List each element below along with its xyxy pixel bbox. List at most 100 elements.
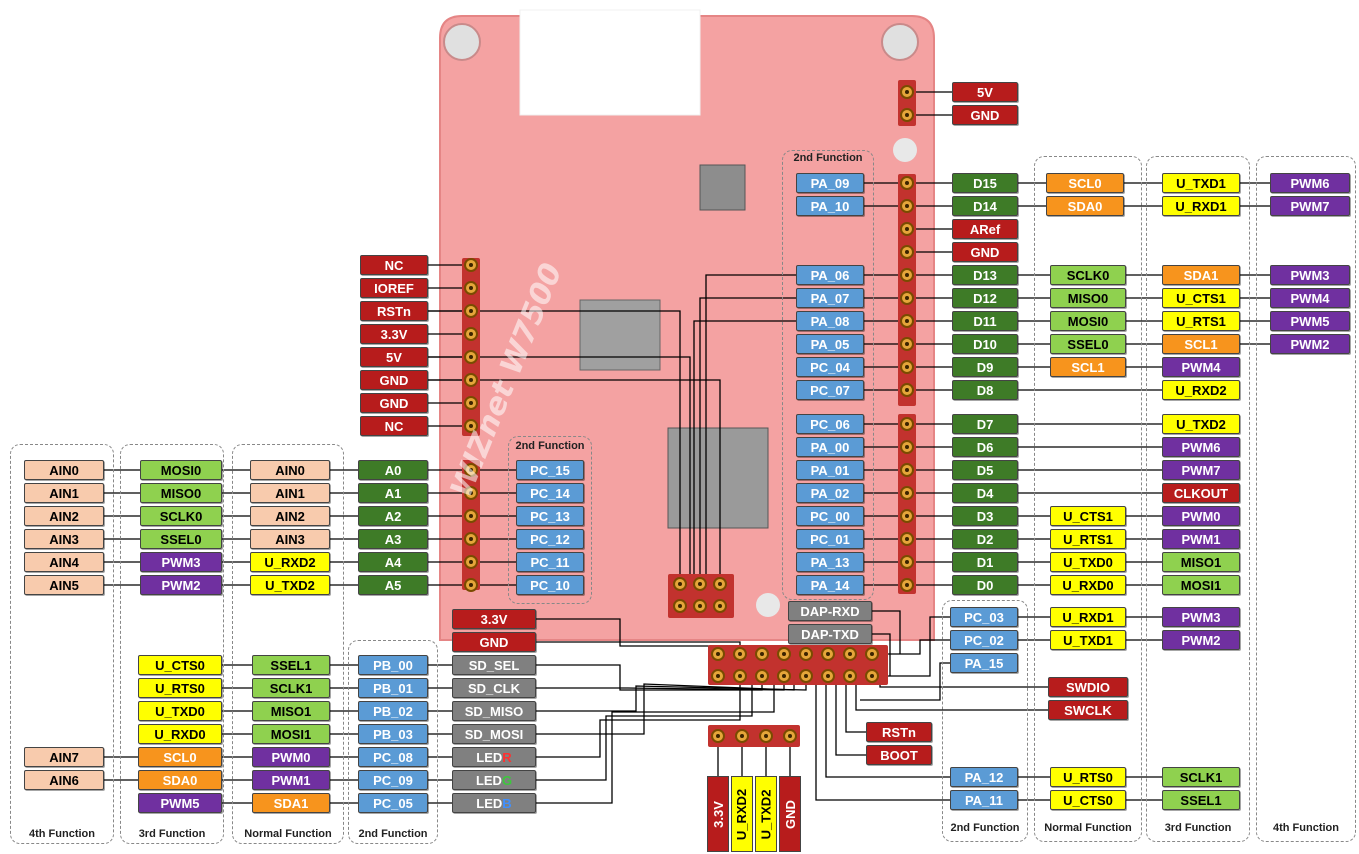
label-digital-fourth: PWM2: [1270, 334, 1350, 354]
pin-bottom-header: [759, 729, 773, 743]
label-analog-second: PC_11: [516, 552, 584, 572]
label-analog-second: PC_10: [516, 575, 584, 595]
label-power-33v: 3.3V: [360, 324, 428, 344]
label-bottom-33v: 3.3V: [707, 776, 729, 852]
label-digital-third: U_TXD1: [1162, 173, 1240, 193]
pin-power-4: [464, 350, 478, 364]
led-color-letter: G: [501, 773, 513, 788]
pin-spi: [713, 577, 727, 591]
caption-4th-left: 4th Function: [29, 828, 95, 840]
label-sd-second: PB_01: [358, 678, 428, 698]
label-sd-normal: MOSI1: [252, 724, 330, 744]
label-led-third: SCL0: [138, 747, 222, 767]
label-led-second: PC_09: [358, 770, 428, 790]
pin-bottom-header: [735, 729, 749, 743]
label-digital-third: U_CTS1: [1162, 288, 1240, 308]
label-led-r: LEDR: [452, 747, 536, 767]
label-digital-second: PA_14: [796, 575, 864, 595]
label-sd-name: SD_CLK: [452, 678, 536, 698]
label-sd-third: U_CTS0: [138, 655, 222, 675]
label-sd-normal: SSEL1: [252, 655, 330, 675]
label-digital-pin: D14: [952, 196, 1018, 216]
label-digital-second: PA_08: [796, 311, 864, 331]
label-digital-normal: U_TXD0: [1050, 552, 1126, 572]
label-digital-second: PA_00: [796, 437, 864, 457]
pin-digital-top: [900, 360, 914, 374]
pin-spi: [693, 599, 707, 613]
pin-digital-bottom: [900, 440, 914, 454]
label-analog-second: PC_13: [516, 506, 584, 526]
label-digital-third: PWM4: [1162, 357, 1240, 377]
label-uart-normal: U_CTS0: [1050, 790, 1126, 810]
bottom-header-text: 3.3V: [710, 800, 726, 828]
label-led-normal: PWM1: [252, 770, 330, 790]
label-bottom-u_rxd2: U_RXD2: [731, 776, 753, 852]
wire: [825, 676, 950, 778]
caption-4th-right: 4th Function: [1273, 822, 1339, 834]
label-digital-normal: SDA0: [1046, 196, 1124, 216]
pin-debug: [865, 647, 879, 661]
label-digital-third: PWM7: [1162, 460, 1240, 480]
wire: [860, 662, 950, 701]
wire: [872, 610, 901, 654]
label-digital-third: MISO1: [1162, 552, 1240, 572]
caption-normal-right: Normal Function: [1044, 822, 1132, 834]
label-swd-second: PC_03: [950, 607, 1018, 627]
wire: [428, 310, 681, 584]
label-power-rstn: RSTn: [360, 301, 428, 321]
pin-digital-top: [900, 337, 914, 351]
label-gnd-digital: GND: [952, 242, 1018, 262]
label-digital-fourth: PWM3: [1270, 265, 1350, 285]
pin-spi: [693, 577, 707, 591]
led-prefix: LED: [476, 750, 503, 765]
label-power-ioref: IOREF: [360, 278, 428, 298]
label-digital-third: U_RTS1: [1162, 311, 1240, 331]
label-sd-name: SD_SEL: [452, 655, 536, 675]
wire: [428, 356, 691, 606]
pin-debug: [733, 669, 747, 683]
label-analog-fourth: AIN4: [24, 552, 104, 572]
pin-debug: [843, 647, 857, 661]
label-analog-pin: A4: [358, 552, 428, 572]
pin-power-1: [464, 281, 478, 295]
wire: [536, 676, 807, 712]
label-analog-third: SCLK0: [140, 506, 222, 526]
group-2nd-function-right: [942, 600, 1028, 842]
pin-power-7: [464, 419, 478, 433]
label-digital-second: PA_01: [796, 460, 864, 480]
label-uart-normal: U_RTS0: [1050, 767, 1126, 787]
label-analog-normal: AIN3: [250, 529, 330, 549]
label-led-g: LEDG: [452, 770, 536, 790]
label-digital-third: SCL1: [1162, 334, 1240, 354]
pin-spi: [713, 599, 727, 613]
group-normal-function-right: [1034, 156, 1142, 842]
pin-debug: [821, 669, 835, 683]
pin-a2: [464, 509, 478, 523]
label-digital-second: PA_06: [796, 265, 864, 285]
label-5v: 5V: [952, 82, 1018, 102]
led-prefix: LED: [475, 773, 502, 788]
label-digital-pin: D5: [952, 460, 1018, 480]
group-2nd-function-left: [348, 640, 438, 844]
label-digital-normal: U_RTS1: [1050, 529, 1126, 549]
label-power-5v: 5V: [360, 347, 428, 367]
label-digital-pin: D12: [952, 288, 1018, 308]
pin-debug: [711, 669, 725, 683]
wire: [536, 676, 795, 735]
label-analog-third: MOSI0: [140, 460, 222, 480]
pin-bottom-header: [783, 729, 797, 743]
group-4th-function-left: [10, 444, 114, 844]
label-sd-name: SD_MISO: [452, 701, 536, 721]
wire: [835, 676, 866, 756]
pin-digital-bottom: [900, 417, 914, 431]
usb-connector: [519, 9, 701, 116]
caption-2nd-left: 2nd Function: [358, 828, 428, 840]
group-4th-function-right: [1256, 156, 1356, 842]
label-digital-pin: D2: [952, 529, 1018, 549]
label-analog-pin: A1: [358, 483, 428, 503]
mount-hole-top-right: [881, 23, 919, 61]
label-digital-second: PA_07: [796, 288, 864, 308]
label-digital-normal: SCL0: [1046, 173, 1124, 193]
label-analog-third: MISO0: [140, 483, 222, 503]
